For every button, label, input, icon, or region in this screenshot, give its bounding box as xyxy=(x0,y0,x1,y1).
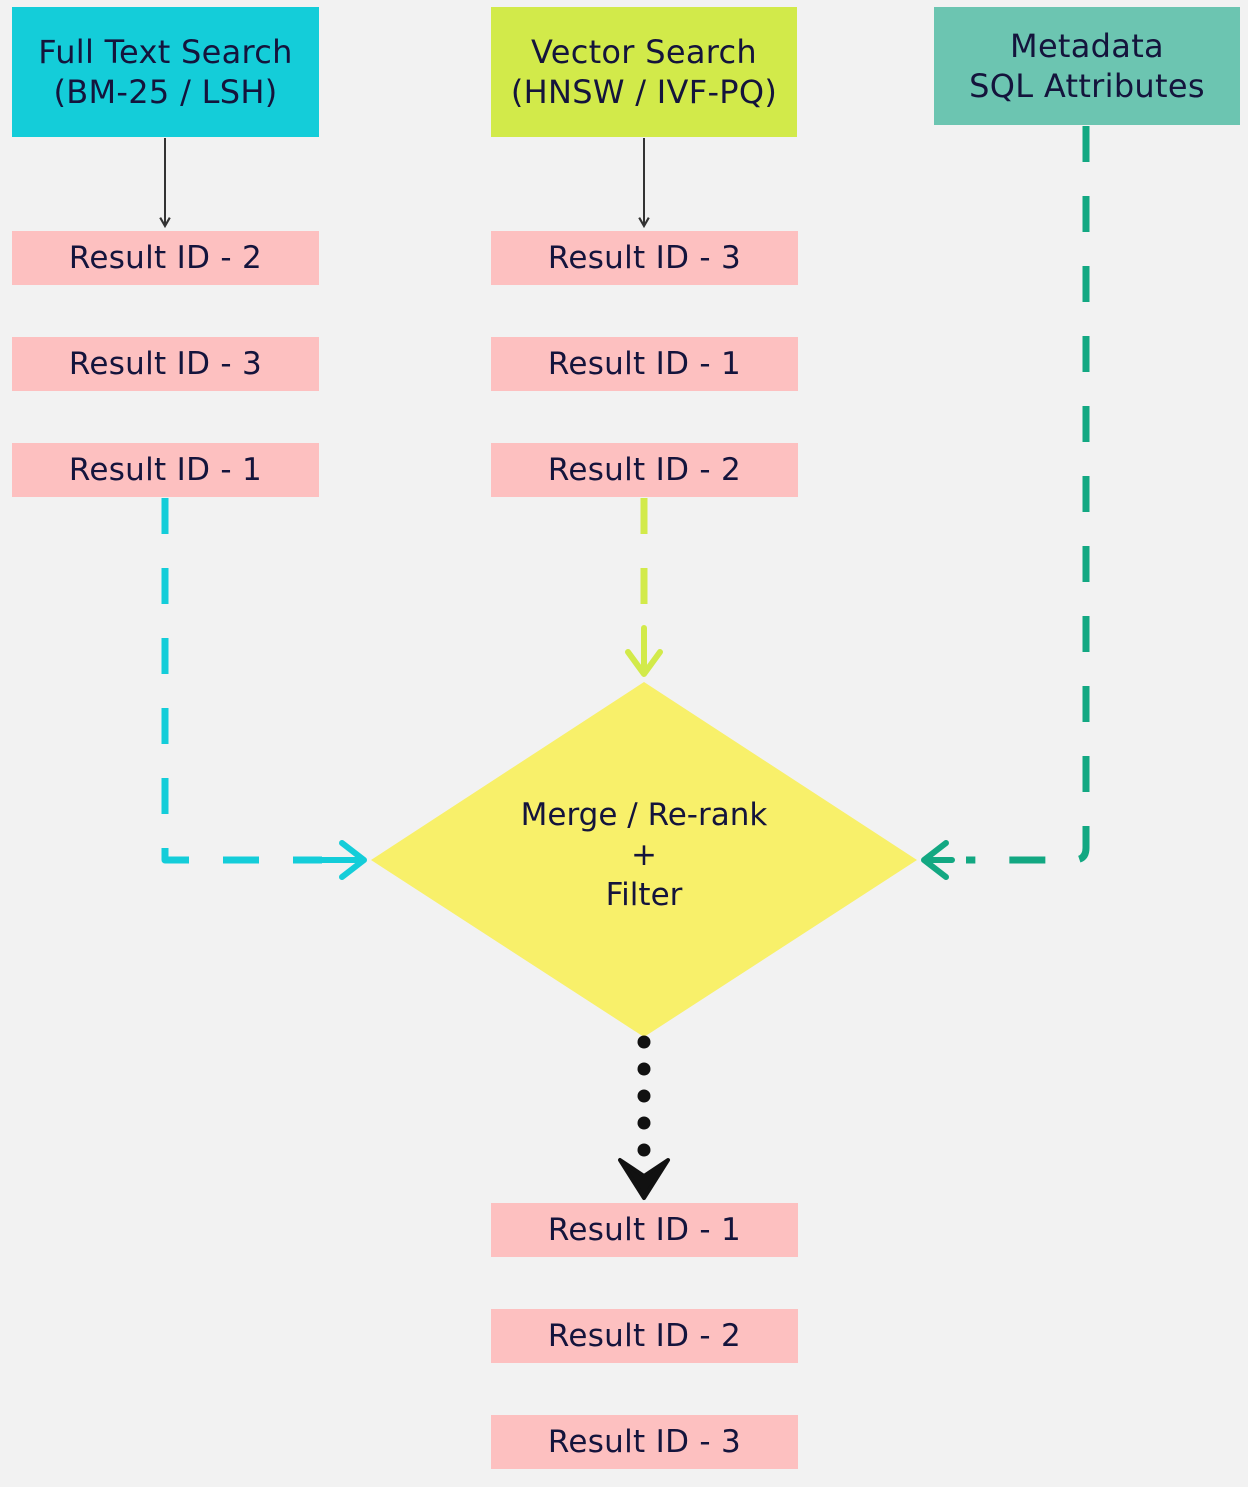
vector-search-box: Vector Search (HNSW / IVF-PQ) xyxy=(491,7,797,137)
vector-result-item: Result ID - 3 xyxy=(491,231,798,285)
dotted-output-connector xyxy=(637,1035,651,1157)
fts-result-item: Result ID - 2 xyxy=(12,231,319,285)
full-text-search-subtitle: (BM-25 / LSH) xyxy=(53,73,278,111)
fts-result-item: Result ID - 1 xyxy=(12,443,319,497)
fts-merge-arrowhead xyxy=(307,840,367,880)
merge-label: Merge / Re-rank + Filter xyxy=(434,795,854,915)
vector-search-subtitle: (HNSW / IVF-PQ) xyxy=(510,73,778,111)
metadata-merge-connector xyxy=(966,126,1090,864)
vector-result-item: Result ID - 2 xyxy=(491,443,798,497)
final-result-item: Result ID - 3 xyxy=(491,1415,798,1469)
vector-search-title: Vector Search xyxy=(531,33,757,71)
vector-merge-arrowhead xyxy=(625,625,663,677)
vector-result-item: Result ID - 1 xyxy=(491,337,798,391)
metadata-box: Metadata SQL Attributes xyxy=(934,7,1240,125)
final-result-item: Result ID - 1 xyxy=(491,1203,798,1257)
merge-label-line1: Merge / Re-rank xyxy=(520,797,768,833)
merge-label-filter: Filter xyxy=(605,877,683,913)
metadata-merge-arrowhead xyxy=(921,840,955,880)
full-text-search-box: Full Text Search (BM-25 / LSH) xyxy=(12,7,319,137)
metadata-subtitle: SQL Attributes xyxy=(969,67,1205,105)
metadata-title: Metadata xyxy=(1010,27,1164,65)
output-arrowhead xyxy=(618,1158,670,1200)
fts-result-item: Result ID - 3 xyxy=(12,337,319,391)
fts-merge-connector xyxy=(161,498,322,864)
merge-diamond xyxy=(371,682,917,1037)
merge-label-plus: + xyxy=(631,837,657,873)
full-text-search-title: Full Text Search xyxy=(38,33,293,71)
final-result-item: Result ID - 2 xyxy=(491,1309,798,1363)
